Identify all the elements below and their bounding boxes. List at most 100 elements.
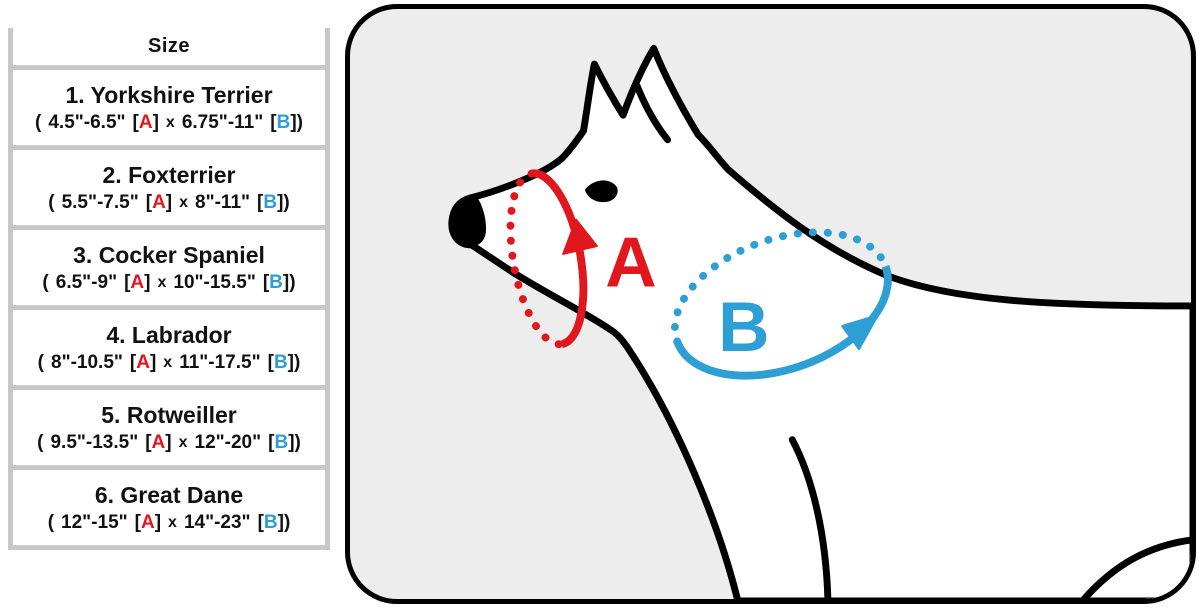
times-separator: x [168, 513, 177, 531]
b-range: 14"-23" [183, 511, 251, 533]
dog-nose [450, 195, 487, 247]
snout-arrow-icon [562, 218, 598, 255]
size-column-header: Size [13, 28, 325, 70]
snout-circumference-ellipse [506, 169, 598, 349]
bracket-open: [ [145, 191, 153, 213]
b-letter: B [263, 191, 278, 213]
size-row-detail: ( 8"-10.5" [A] x 11"-17.5" [B]) [38, 352, 301, 374]
a-range: 6.5"-9" [55, 271, 118, 293]
paren-open: ( [48, 191, 55, 213]
bracket-close: ] [290, 111, 297, 133]
b-marker: [B]) [270, 112, 303, 134]
a-range: 9.5"-13.5" [50, 431, 139, 453]
b-letter: B [273, 351, 288, 373]
a-letter: A [138, 111, 153, 133]
size-row-detail: ( 4.5"-6.5" [A] x 6.75"-11" [B]) [35, 112, 303, 134]
b-range: 12"-20" [194, 431, 262, 453]
b-letter: B [269, 271, 283, 293]
bracket-close: ] [152, 111, 159, 133]
neck-ellipse-hidden-arc [670, 228, 890, 346]
size-row-great-dane: 6. Great Dane ( 12"-15" [A] x 14"-23" [B… [13, 470, 325, 550]
dog-hindquarter-line [1080, 536, 1191, 599]
paren-open: ( [35, 111, 42, 133]
bracket-open: [ [262, 271, 270, 293]
paren-close: ) [283, 511, 291, 533]
neck-ellipse-visible-arc [673, 264, 892, 380]
times-separator: x [178, 433, 188, 451]
bracket-close: ] [149, 351, 157, 373]
dog-eye [584, 180, 618, 203]
bracket-open: [ [129, 351, 137, 373]
a-range: 12"-15" [61, 511, 128, 533]
dog-silhouette [448, 44, 1191, 599]
a-letter: A [130, 271, 145, 293]
size-row-cocker-spaniel: 3. Cocker Spaniel ( 6.5"-9" [A] x 10"-15… [13, 230, 325, 310]
b-range: 10"-15.5" [173, 271, 256, 293]
a-marker: [A] [135, 512, 161, 534]
dog-foreleg-line [788, 436, 832, 599]
paren-open: ( [37, 431, 44, 453]
size-row-detail: ( 9.5"-13.5" [A] x 12"-20" [B]) [37, 432, 301, 454]
size-row-rotweiller: 5. Rotweiller ( 9.5"-13.5" [A] x 12"-20"… [13, 390, 325, 470]
bracket-close: ] [165, 191, 173, 213]
b-range: 8"-11" [195, 191, 251, 213]
measurement-diagram-panel: A B [345, 4, 1196, 604]
times-separator: x [179, 193, 189, 211]
bracket-close: ] [282, 271, 290, 293]
a-marker: [A] [146, 192, 172, 214]
size-row-detail: ( 12"-15" [A] x 14"-23" [B]) [48, 512, 291, 534]
b-letter: B [263, 511, 278, 533]
a-marker: [A] [130, 352, 156, 374]
bracket-close: ] [165, 431, 172, 453]
a-letter: A [136, 351, 150, 373]
snout-ellipse-visible-arc [531, 169, 588, 348]
snout-ellipse-hidden-arc [506, 169, 566, 349]
b-marker: [B]) [263, 272, 296, 294]
size-row-title: 1. Yorkshire Terrier [65, 81, 273, 108]
paren-close: ) [294, 351, 301, 373]
bracket-open: [ [268, 431, 275, 453]
b-range: 11"-17.5" [179, 351, 261, 373]
a-letter: A [140, 511, 155, 533]
times-separator: x [157, 273, 167, 291]
size-row-title: 3. Cocker Spaniel [73, 241, 265, 268]
paren-open: ( [37, 351, 44, 373]
size-row-title: 5. Rotweiller [101, 401, 237, 428]
size-row-labrador: 4. Labrador ( 8"-10.5" [A] x 11"-17.5" [… [13, 310, 325, 390]
paren-close: ) [296, 111, 303, 133]
size-row-title: 4. Labrador [106, 321, 232, 348]
bracket-close: ] [144, 271, 151, 293]
times-separator: x [165, 113, 175, 131]
a-range: 8"-10.5" [51, 351, 123, 373]
size-row-detail: ( 5.5"-7.5" [A] x 8"-11" [B]) [48, 192, 290, 214]
neck-arrow-icon [841, 314, 880, 351]
bracket-open: [ [267, 351, 274, 373]
bracket-open: [ [132, 111, 139, 133]
size-row-foxterrier: 2. Foxterrier ( 5.5"-7.5" [A] x 8"-11" [… [13, 150, 325, 230]
a-letter: A [152, 191, 166, 213]
a-letter: A [151, 431, 166, 453]
b-marker: [B]) [258, 512, 291, 534]
a-marker: [A] [145, 432, 171, 454]
paren-close: ) [294, 431, 301, 453]
b-marker: [B]) [268, 352, 301, 374]
paren-open: ( [42, 271, 49, 293]
b-marker: [B]) [268, 432, 301, 454]
dog-ear-inner-line [633, 82, 672, 144]
size-row-yorkshire-terrier: 1. Yorkshire Terrier ( 4.5"-6.5" [A] x 6… [13, 70, 325, 150]
neck-circumference-ellipse [670, 228, 892, 380]
paren-open: ( [47, 511, 55, 533]
dog-illustration: A B [448, 44, 1191, 599]
bracket-close: ] [287, 351, 294, 373]
size-row-title: 6. Great Dane [94, 481, 244, 508]
bracket-close: ] [154, 511, 162, 533]
bracket-close: ] [277, 191, 284, 213]
bracket-close: ] [277, 511, 284, 533]
bracket-open: [ [257, 191, 264, 213]
times-separator: x [163, 353, 173, 371]
b-marker: [B]) [257, 192, 290, 214]
paren-close: ) [283, 191, 290, 213]
a-marker: [A] [124, 272, 150, 294]
bracket-open: [ [270, 111, 277, 133]
size-row-title: 2. Foxterrier [102, 161, 236, 188]
